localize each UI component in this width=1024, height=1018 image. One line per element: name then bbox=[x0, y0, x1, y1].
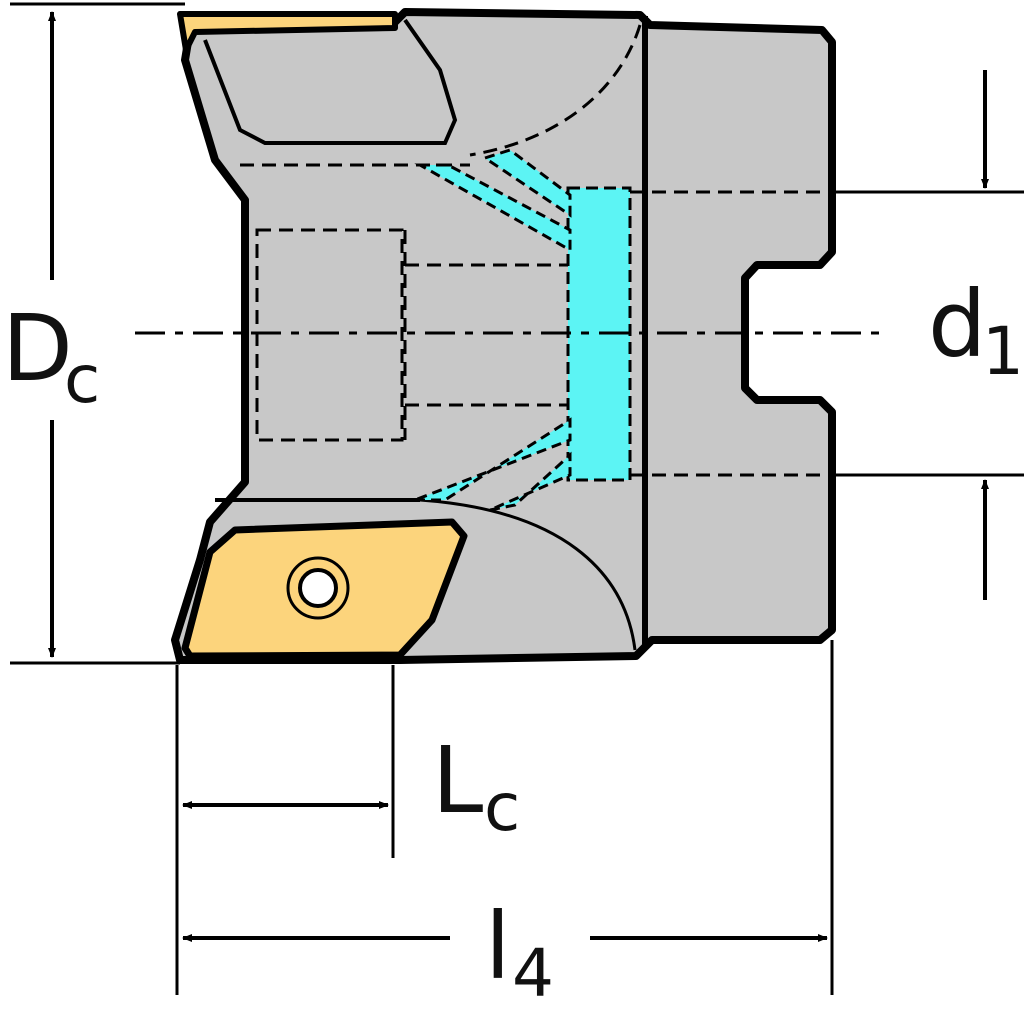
svg-text:l: l bbox=[485, 893, 511, 1000]
svg-text:c: c bbox=[484, 769, 520, 846]
svg-text:1: 1 bbox=[982, 313, 1024, 390]
svg-text:d: d bbox=[928, 271, 986, 378]
label-l4: l 4 bbox=[485, 893, 554, 1012]
label-lc: L c bbox=[432, 727, 520, 846]
hidden-lines bbox=[240, 163, 830, 477]
bottom-insert bbox=[181, 518, 468, 660]
top-insert bbox=[177, 11, 398, 53]
svg-text:c: c bbox=[64, 341, 100, 418]
dimension-lines bbox=[10, 2, 1024, 995]
label-dc: D c bbox=[2, 295, 100, 418]
svg-text:4: 4 bbox=[512, 935, 554, 1012]
screw-hole bbox=[286, 556, 350, 620]
label-d1: d 1 bbox=[928, 271, 1024, 390]
svg-text:D: D bbox=[2, 295, 73, 402]
svg-text:L: L bbox=[432, 727, 483, 834]
cutter-body bbox=[171, 8, 836, 664]
